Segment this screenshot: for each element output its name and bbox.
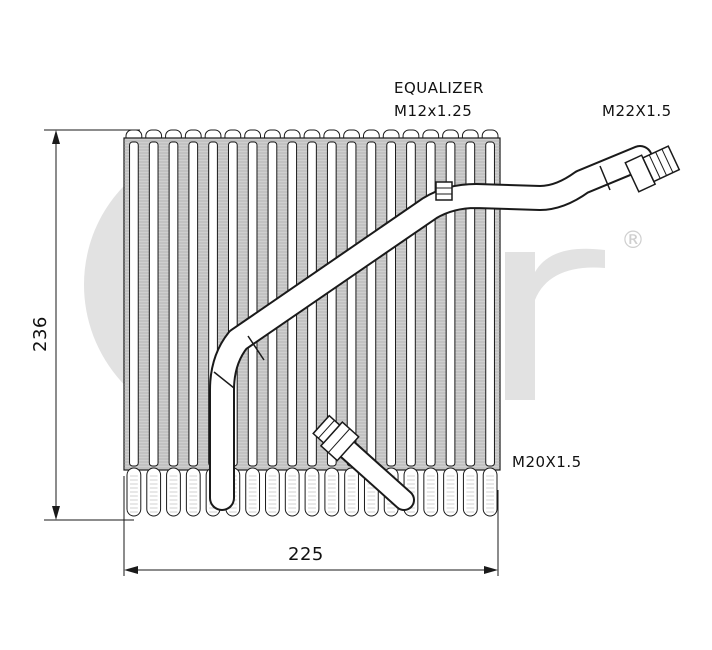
height-arrow-bottom: [52, 506, 60, 520]
tube-plate: [386, 141, 397, 467]
width-dimension-label: 225: [288, 544, 324, 565]
tube-plate: [406, 141, 416, 467]
equalizer-port: [435, 181, 453, 201]
tube-plate: [168, 141, 179, 467]
tube-plate: [148, 141, 159, 467]
tube-plate: [188, 141, 199, 467]
equalizer-stub: [435, 181, 453, 201]
outlet-thread-label: M22X1.5: [602, 102, 672, 120]
tube-plate: [247, 141, 258, 467]
tube-plate: [366, 141, 377, 467]
tube-plate: [465, 141, 476, 467]
pipe-band: [247, 335, 265, 361]
tube-plate: [346, 141, 357, 467]
dimension-lines: 236 225: [30, 129, 499, 576]
inlet-fitting: [312, 414, 360, 462]
width-arrow-left: [124, 566, 138, 574]
refrigerant-pipes: [209, 145, 681, 511]
width-arrow-right: [484, 566, 498, 574]
equalizer-title-label: EQUALIZER: [394, 79, 484, 97]
inlet-thread-label: M20X1.5: [512, 453, 582, 471]
outlet-fitting: [624, 145, 681, 193]
pipe-band: [599, 165, 611, 191]
evaporator-core: [123, 129, 501, 517]
height-arrow-top: [52, 130, 60, 144]
callout-labels: EQUALIZER M12x1.25 M22X1.5 M20X1.5: [394, 79, 672, 471]
tube-plate: [129, 141, 139, 467]
tube-plate: [425, 141, 436, 467]
tube-plate: [326, 141, 337, 467]
tube-plate: [445, 141, 456, 467]
height-dimension-label: 236: [30, 316, 51, 352]
inlet-pipe-body: [337, 439, 413, 509]
registered-mark: ®: [621, 226, 645, 254]
pipe-band: [213, 371, 235, 389]
equalizer-thread-label: M12x1.25: [394, 102, 472, 120]
watermark-letter-r: [505, 248, 605, 400]
tube-plate: [485, 141, 495, 467]
